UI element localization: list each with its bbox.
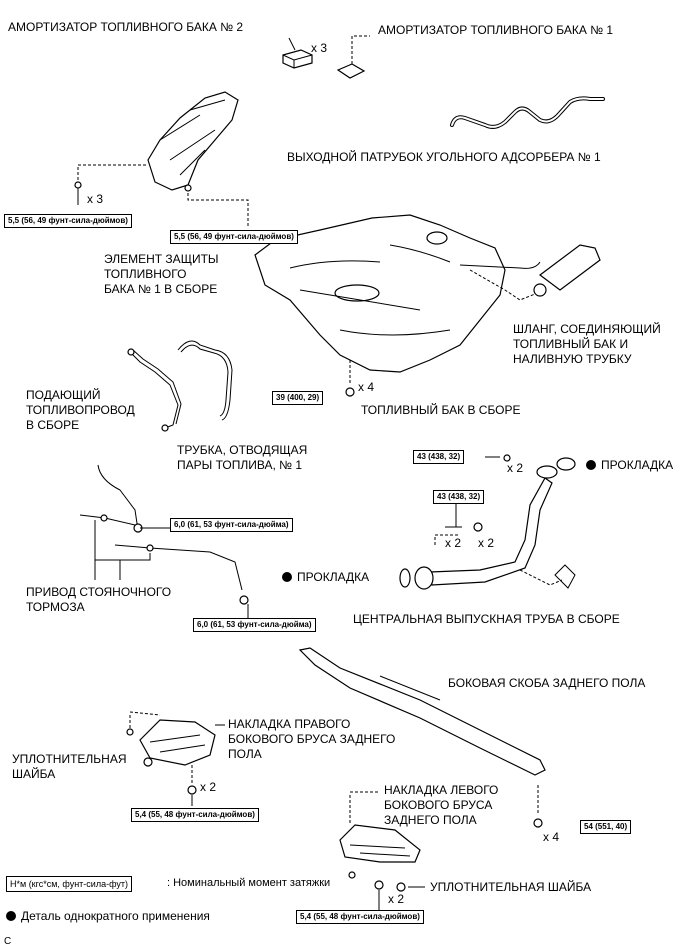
nonreusable-dot-icon (282, 572, 292, 582)
label-lh-cover: НАКЛАДКА ЛЕВОГО БОКОВОГО БРУСА ЗАДНЕГО П… (384, 783, 499, 827)
torque-box: 43 (438, 32) (433, 490, 485, 504)
qty-bracket: x 4 (543, 830, 560, 844)
canister-outlet-tube (450, 96, 605, 129)
label-parking-brake: ПРИВОД СТОЯНОЧНОГО ТОРМОЗА (26, 585, 172, 614)
torque-box: 5,4 (55, 48 фунт-сила-дюймов) (296, 910, 424, 924)
legend-torque-desc: : Номинальный момент затяжки (167, 877, 331, 889)
qty-cushion: x 3 (311, 41, 328, 55)
torque-box: 6,0 (61, 53 фунт-сила-дюйма) (170, 518, 293, 532)
torque-box: 43 (438, 32) (413, 450, 465, 464)
qty-pipe-mid2: x 2 (478, 536, 495, 550)
torque-box: 5,5 (56, 49 фунт-сила-дюймов) (4, 214, 132, 228)
torque-box: 5,5 (56, 49 фунт-сила-дюймов) (170, 230, 298, 244)
qty-tank: x 4 (358, 380, 375, 394)
label-filler-hose: ШЛАНГ, СОЕДИНЯЮЩИЙ ТОПЛИВНЫЙ БАК И НАЛИВ… (513, 322, 661, 366)
label-fuel-main-tube: ПОДАЮЩИЙ ТОПЛИВОПРОВОД В СБОРЕ (26, 388, 135, 432)
label-gasket-left: ПРОКЛАДКА (282, 570, 369, 585)
label-gasket-right: ПРОКЛАДКА (586, 458, 673, 473)
label-seal-washer-right: УПЛОТНИТЕЛЬНАЯ ШАЙБА (430, 880, 592, 894)
label-seal-washer-left: УПЛОТНИТЕЛЬНАЯ ШАЙБА (12, 752, 127, 781)
legend-nonreusable: Деталь однократного применения (6, 909, 210, 924)
rh-rocker-cover (139, 719, 216, 766)
torque-box: 39 (400, 29) (272, 391, 324, 405)
rear-floor-side-bracket (298, 647, 546, 776)
center-exhaust-pipe (429, 477, 553, 586)
tank-filler-opening (334, 284, 380, 302)
label-fuel-tank: ТОПЛИВНЫЙ БАК В СБОРЕ (361, 403, 521, 417)
label-canister-outlet: ВЫХОДНОЙ ПАТРУБОК УГОЛЬНОГО АДСОРБЕРА № … (287, 150, 601, 164)
qty-pipe-top: x 2 (507, 461, 524, 475)
fuel-tank-protector (147, 91, 239, 191)
nonreusable-dot-icon (6, 911, 16, 921)
nonreusable-dot-icon (586, 460, 596, 470)
lh-rocker-cover (339, 824, 421, 863)
qty-lh: x 2 (388, 892, 405, 906)
qty-pipe-mid1: x 2 (445, 536, 462, 550)
legend-torque-key: Н*м (кгс*см, фунт-сила-фут) (6, 876, 132, 892)
label-floor-bracket: БОКОВАЯ СКОБА ЗАДНЕГО ПОЛА (448, 676, 646, 690)
gasket-left-part (399, 568, 411, 588)
figure-code: C (4, 936, 12, 947)
label-cushion-1: АМОРТИЗАТОР ТОПЛИВНОГО БАКА № 1 (378, 23, 614, 37)
label-cushion-2: АМОРТИЗАТОР ТОПЛИВНОГО БАКА № 2 (8, 20, 244, 34)
qty-rh: x 2 (200, 780, 217, 794)
cushion-1-part (336, 63, 366, 79)
torque-box: 54 (551, 40) (580, 820, 632, 834)
fuel-main-tube (129, 351, 179, 429)
label-rh-cover: НАКЛАДКА ПРАВОГО БОКОВОГО БРУСА ЗАДНЕГО … (228, 717, 396, 761)
vapor-tube (177, 340, 233, 421)
label-vapor-tube: ТРУБКА, ОТВОДЯЩАЯ ПАРЫ ТОПЛИВА, № 1 (177, 443, 308, 472)
parking-brake-cable-1 (97, 464, 139, 531)
fuel-tank-body (254, 214, 506, 373)
parking-brake-cable-2 (114, 544, 243, 591)
filler-hose (539, 244, 601, 291)
label-protector: ЭЛЕМЕНТ ЗАЩИТЫ ТОПЛИВНОГО БАКА № 1 В СБО… (104, 252, 219, 296)
torque-box: 5,4 (55, 48 фунт-сила-дюймов) (131, 808, 259, 822)
qty-protector: x 3 (87, 192, 104, 206)
gasket-right-part (556, 457, 576, 471)
label-center-pipe: ЦЕНТРАЛЬНАЯ ВЫПУСКНАЯ ТРУБА В СБОРЕ (353, 612, 620, 626)
torque-box: 6,0 (61, 53 фунт-сила-дюйма) (193, 618, 316, 632)
